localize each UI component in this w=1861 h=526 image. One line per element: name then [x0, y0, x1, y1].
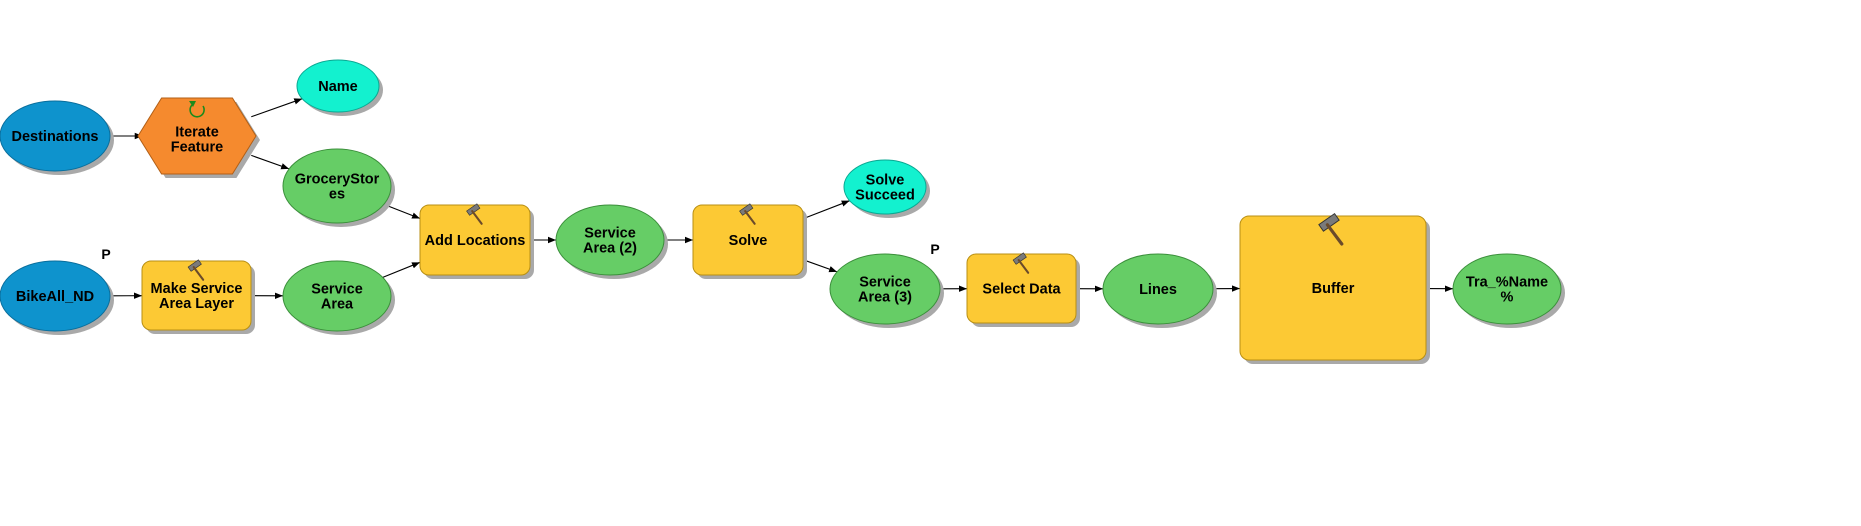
node-label: Buffer: [1312, 281, 1355, 297]
connector-iterate_feature-to-grocery_stores[interactable]: [251, 154, 290, 170]
node-shape[interactable]: [137, 97, 257, 175]
connector-service_area-to-add_locations[interactable]: [382, 261, 421, 278]
node-shape[interactable]: [555, 204, 665, 276]
hammer-icon: [1318, 212, 1344, 246]
parameter-mark: P: [930, 241, 939, 257]
node-label: Tra_%Name: [1466, 275, 1548, 291]
node-label: Solve: [866, 173, 905, 189]
node-label: Make Service: [151, 281, 243, 297]
hammer-icon: [187, 259, 205, 281]
node-shape[interactable]: [282, 148, 392, 224]
node-label: Name: [318, 79, 358, 95]
node-shape[interactable]: [0, 260, 111, 332]
node-solve[interactable]: Solve: [692, 203, 807, 279]
node-label: Area (3): [858, 290, 912, 306]
node-label: Area (2): [583, 241, 637, 257]
node-lines[interactable]: Lines: [1102, 253, 1217, 328]
hammer-icon: [466, 203, 483, 225]
node-label: Destinations: [11, 129, 98, 145]
parameter-mark: P: [101, 246, 110, 262]
node-label: Area Layer: [159, 296, 234, 312]
node-shape[interactable]: [282, 260, 392, 332]
node-label: Succeed: [855, 188, 915, 204]
node-select-data[interactable]: Select Data: [966, 252, 1080, 327]
connector-solve-to-service_area_3[interactable]: [802, 259, 838, 273]
node-label: Feature: [171, 140, 223, 156]
node-tra-name[interactable]: Tra_%Name%: [1452, 253, 1565, 328]
node-shape[interactable]: [1102, 253, 1214, 325]
node-bikeall-nd[interactable]: BikeAll_ND P: [0, 246, 114, 335]
connector-iterate_feature-to-name[interactable]: [251, 98, 303, 118]
node-name[interactable]: Name: [296, 59, 383, 116]
node-label: Solve: [729, 233, 768, 249]
connectors: [109, 98, 1454, 299]
node-label: Iterate: [175, 125, 219, 141]
node-label: es: [329, 187, 345, 203]
connector-grocery_stores-to-add_locations[interactable]: [383, 203, 421, 219]
node-label: %: [1501, 290, 1514, 306]
node-label: Area: [321, 297, 354, 313]
node-label: Service: [859, 275, 911, 291]
connector-solve-to-solve_succeed[interactable]: [802, 200, 850, 220]
iterate-icon: [189, 101, 205, 118]
node-shape[interactable]: [1452, 253, 1562, 325]
node-label: Add Locations: [425, 233, 526, 249]
node-label: Service: [584, 226, 636, 242]
node-label: BikeAll_ND: [16, 289, 94, 305]
node-add-locations[interactable]: Add Locations: [419, 203, 534, 279]
node-shape[interactable]: [296, 59, 380, 113]
node-buffer[interactable]: Buffer: [1239, 212, 1430, 364]
node-shape[interactable]: [0, 100, 111, 172]
hammer-icon: [739, 203, 756, 225]
node-shape[interactable]: [843, 159, 927, 215]
node-label: GroceryStor: [295, 172, 380, 188]
node-shape[interactable]: [829, 253, 941, 325]
node-label: Select Data: [982, 282, 1061, 298]
node-label: Service: [311, 282, 363, 298]
node-destinations[interactable]: Destinations: [0, 100, 114, 175]
node-label: Lines: [1139, 282, 1177, 298]
hammer-icon: [1012, 252, 1030, 274]
